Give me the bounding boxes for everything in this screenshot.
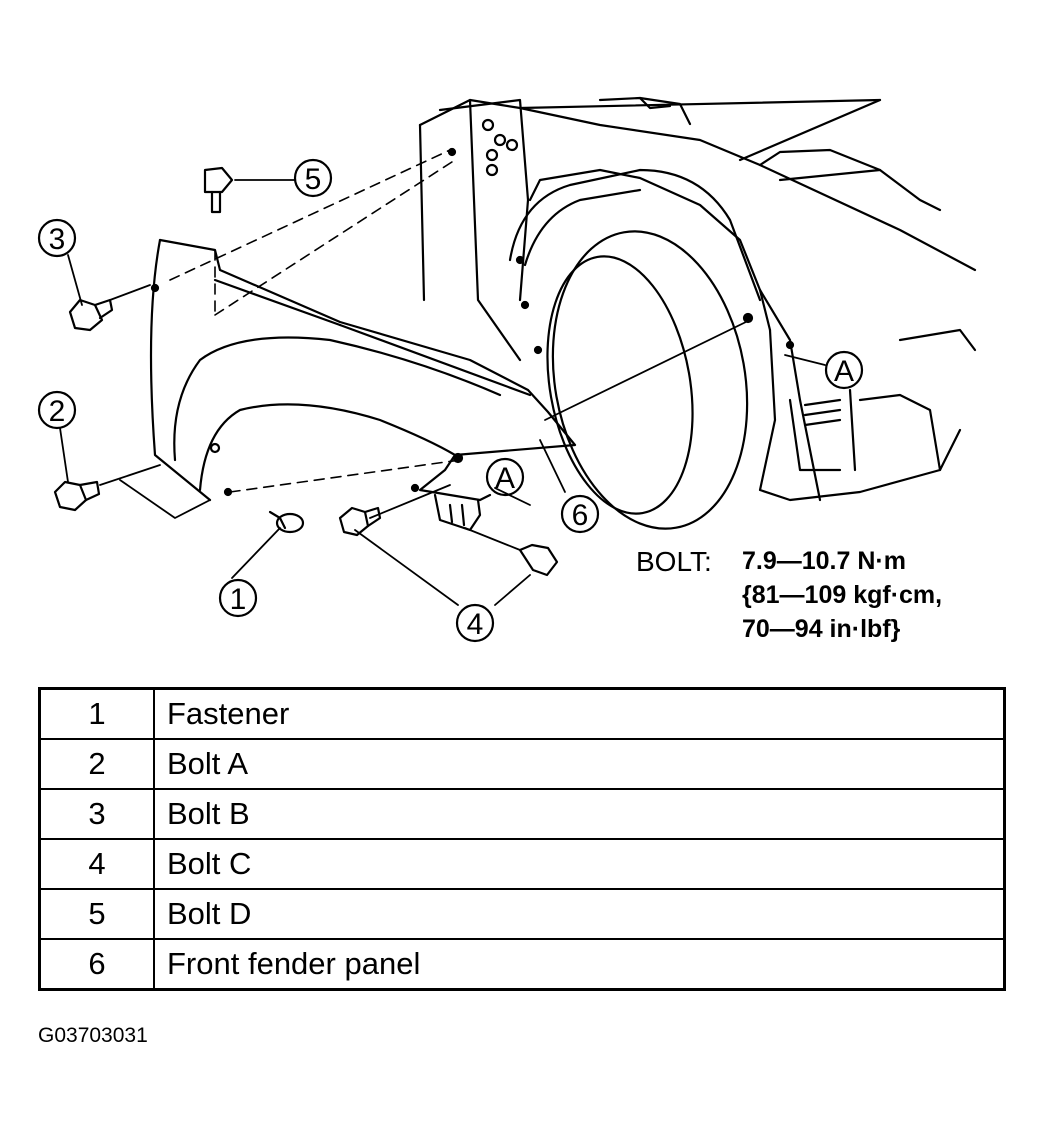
svg-text:4: 4 [467, 608, 484, 641]
svg-text:A: A [834, 355, 854, 388]
vehicle-body-outline [418, 96, 977, 502]
torque-value-nm: 7.9—10.7 N·m [742, 547, 906, 575]
reference-a-callout: A [824, 350, 864, 390]
parts-legend-table: 1 Fastener 2 Bolt A 3 Bolt B 4 Bolt C 5 … [38, 687, 1006, 991]
bolt-2-icon [53, 480, 101, 512]
part-number: 1 [38, 687, 155, 740]
table-row: 2 Bolt A [38, 738, 1006, 790]
part-name: Front fender panel [153, 938, 1006, 991]
part-number: 5 [38, 888, 155, 940]
svg-text:6: 6 [572, 499, 589, 532]
alignment-lines [169, 149, 461, 493]
part-name: Bolt C [153, 838, 1006, 890]
fastener-1-icon [268, 510, 305, 534]
torque-value-kgfcm: {81—109 kgf·cm, [742, 581, 943, 609]
callout-1: 1 [218, 578, 258, 618]
bolt-5-icon [203, 166, 234, 214]
torque-value-inlbf: 70—94 in·lbf} [742, 615, 901, 643]
svg-text:3: 3 [49, 223, 66, 256]
callout-2: 2 [37, 390, 77, 430]
svg-text:5: 5 [305, 163, 322, 196]
part-number: 6 [38, 938, 155, 991]
bolt-4a-icon [338, 506, 382, 537]
callout-4: 4 [455, 603, 495, 643]
callout-6: 6 [560, 494, 600, 534]
callout-5: 5 [293, 158, 333, 198]
leader-lines [59, 179, 826, 606]
reference-a-callout: A [485, 457, 525, 497]
table-row: 6 Front fender panel [38, 938, 1006, 991]
table-row: 3 Bolt B [38, 788, 1006, 840]
callout-3: 3 [37, 218, 77, 258]
table-row: 5 Bolt D [38, 888, 1006, 940]
bolt-4b-icon [518, 543, 559, 577]
fender-exploded-diagram: 1 2 3 4 5 6 A A [37, 96, 977, 643]
torque-values: 7.9—10.7 N·m {81—109 kgf·cm, 70—94 in·lb… [742, 544, 942, 646]
figure-id: G03703031 [38, 1024, 148, 1047]
torque-label: BOLT: [636, 546, 712, 577]
svg-text:2: 2 [49, 395, 66, 428]
table-row: 1 Fastener [38, 687, 1006, 740]
table-row: 4 Bolt C [38, 838, 1006, 890]
svg-text:1: 1 [230, 583, 247, 616]
part-name: Bolt D [153, 888, 1006, 940]
bolt-3-icon [68, 298, 114, 332]
part-name: Bolt B [153, 788, 1006, 840]
svg-text:A: A [495, 462, 515, 495]
part-name: Bolt A [153, 738, 1006, 790]
apron-panel [438, 98, 530, 302]
tire [508, 168, 762, 530]
part-name: Fastener [153, 687, 1006, 740]
part-number: 2 [38, 738, 155, 790]
part-number: 3 [38, 788, 155, 840]
front-fender-panel [149, 238, 795, 532]
part-number: 4 [38, 838, 155, 890]
